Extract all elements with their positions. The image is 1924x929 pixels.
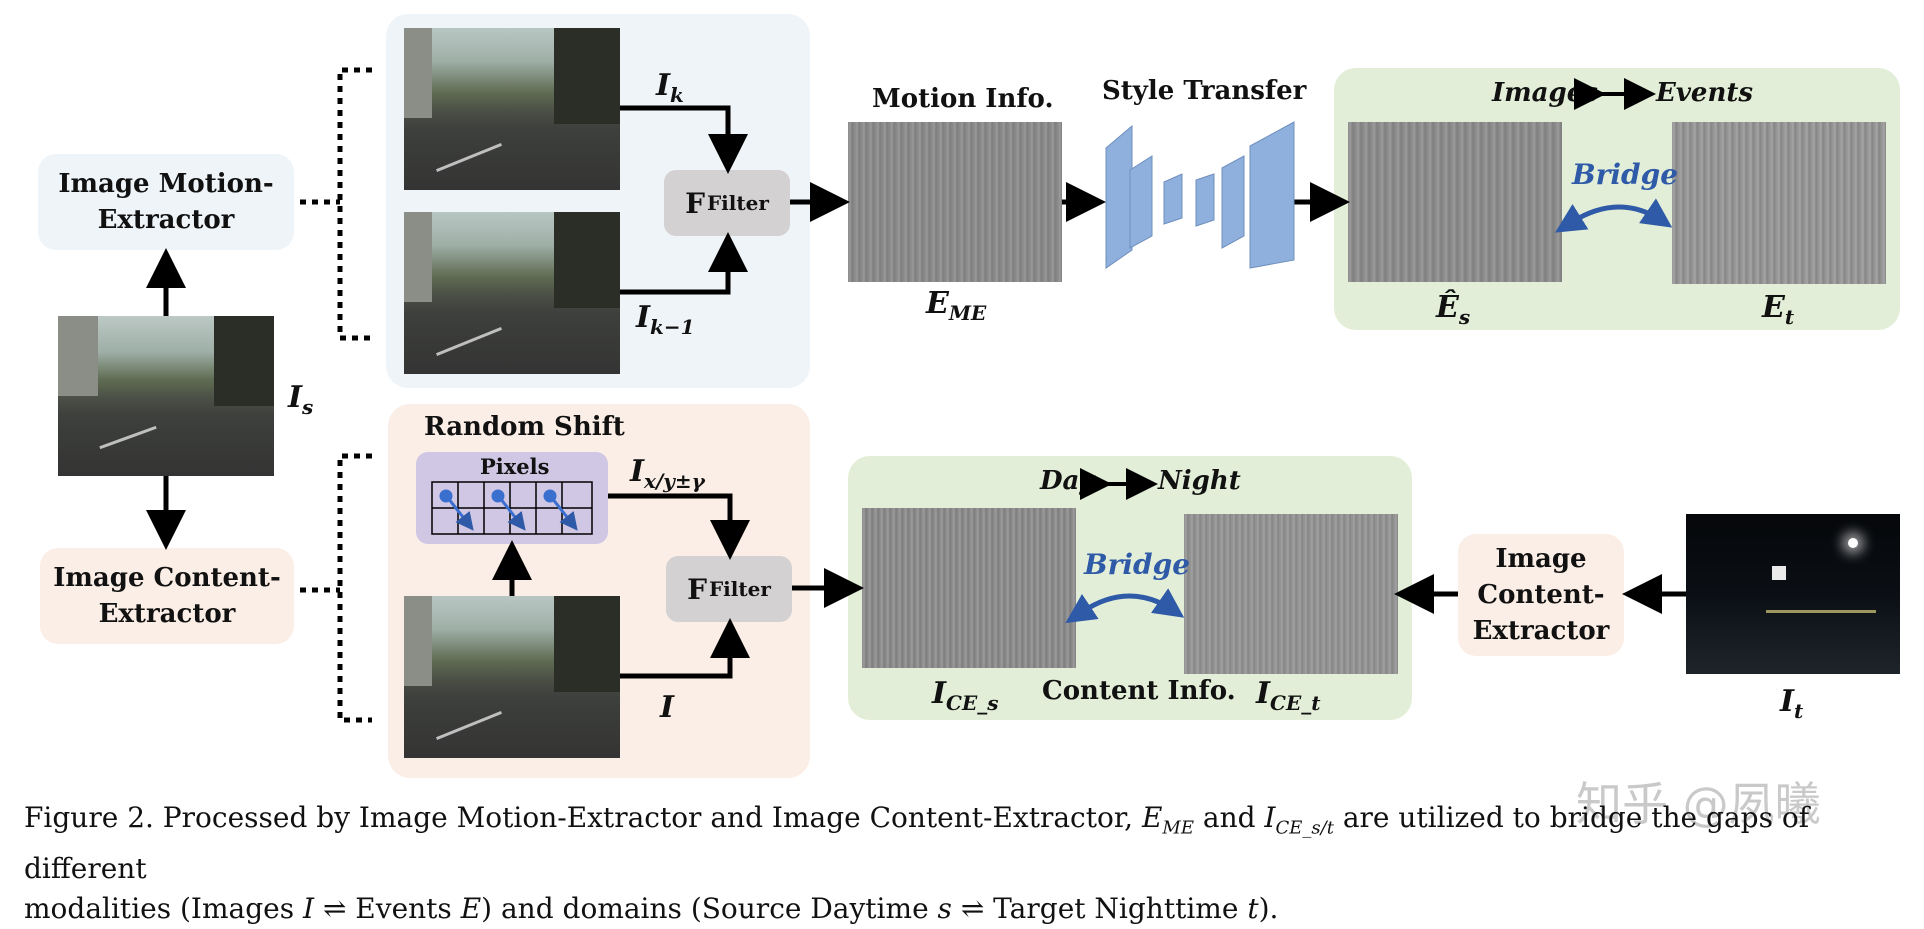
arrow-ik1-to-filter <box>620 232 748 295</box>
image-motion-extractor-label: Image Motion- Extractor <box>58 169 274 235</box>
image-motion-extractor-box: Image Motion- Extractor <box>38 154 294 250</box>
filter-top-sub: Filter <box>706 191 769 215</box>
content-ice-t-image <box>1184 514 1398 674</box>
motion-info-label: Motion Info. <box>872 84 1054 114</box>
math-ik: Ik <box>656 68 684 107</box>
pixel-shift-arrows <box>439 489 578 531</box>
image-content-extractor-label-left: Image Content- Extractor <box>53 563 281 629</box>
random-shift-label: Random Shift <box>424 412 625 442</box>
arrow-ik-to-filter <box>620 105 748 174</box>
arrow-shift-to-filter <box>608 493 750 560</box>
target-image-it <box>1686 514 1900 674</box>
image-content-extractor-box-right: Image Content- Extractor <box>1458 534 1624 656</box>
event-et-image <box>1672 122 1886 284</box>
night-label: Night <box>1158 466 1241 496</box>
math-is: Is <box>288 380 314 419</box>
bracket-content <box>337 453 372 723</box>
math-et: Et <box>1762 290 1795 329</box>
frame-i-image <box>404 596 620 758</box>
pixels-label: Pixels <box>480 454 550 479</box>
math-ice-s: ICE_s <box>932 676 999 715</box>
style-transfer-label: Style Transfer <box>1102 76 1307 106</box>
frame-ik-image <box>404 28 620 190</box>
bridge-label-top: Bridge <box>1572 158 1679 191</box>
bridge-arc-bottom <box>1065 588 1185 624</box>
source-image-is <box>58 316 274 476</box>
filter-top-main: F <box>685 186 705 220</box>
events-label: Events <box>1656 78 1754 108</box>
motion-info-image <box>848 122 1062 282</box>
math-it: It <box>1780 684 1804 723</box>
math-ice-t: ICE_t <box>1256 676 1321 715</box>
frame-ik1-image <box>404 212 620 374</box>
math-ixy: Ix/y±γ <box>630 454 705 493</box>
image-content-extractor-label-right: Image Content- Extractor <box>1472 544 1610 646</box>
content-info-label: Content Info. <box>1042 676 1236 706</box>
bracket-motion <box>337 67 372 341</box>
watermark: 知乎 @夙曦 <box>1576 777 1821 831</box>
math-i: I <box>660 690 675 725</box>
event-es-image <box>1348 122 1562 282</box>
bridge-arc-top <box>1555 198 1673 233</box>
math-es: Ês <box>1436 290 1471 329</box>
diagram-connectors <box>146 67 1686 723</box>
style-transfer-network <box>1105 121 1295 269</box>
filter-bottom-sub: Filter <box>708 577 771 601</box>
image-content-extractor-box-left: Image Content- Extractor <box>40 548 294 644</box>
filter-bottom-main: F <box>687 572 707 606</box>
math-eme: EME <box>926 286 987 325</box>
math-ik1: Ik−1 <box>636 300 695 339</box>
content-ice-s-image <box>862 508 1076 668</box>
bridge-label-bottom: Bridge <box>1084 548 1191 581</box>
arrow-i-to-filter <box>620 618 750 679</box>
